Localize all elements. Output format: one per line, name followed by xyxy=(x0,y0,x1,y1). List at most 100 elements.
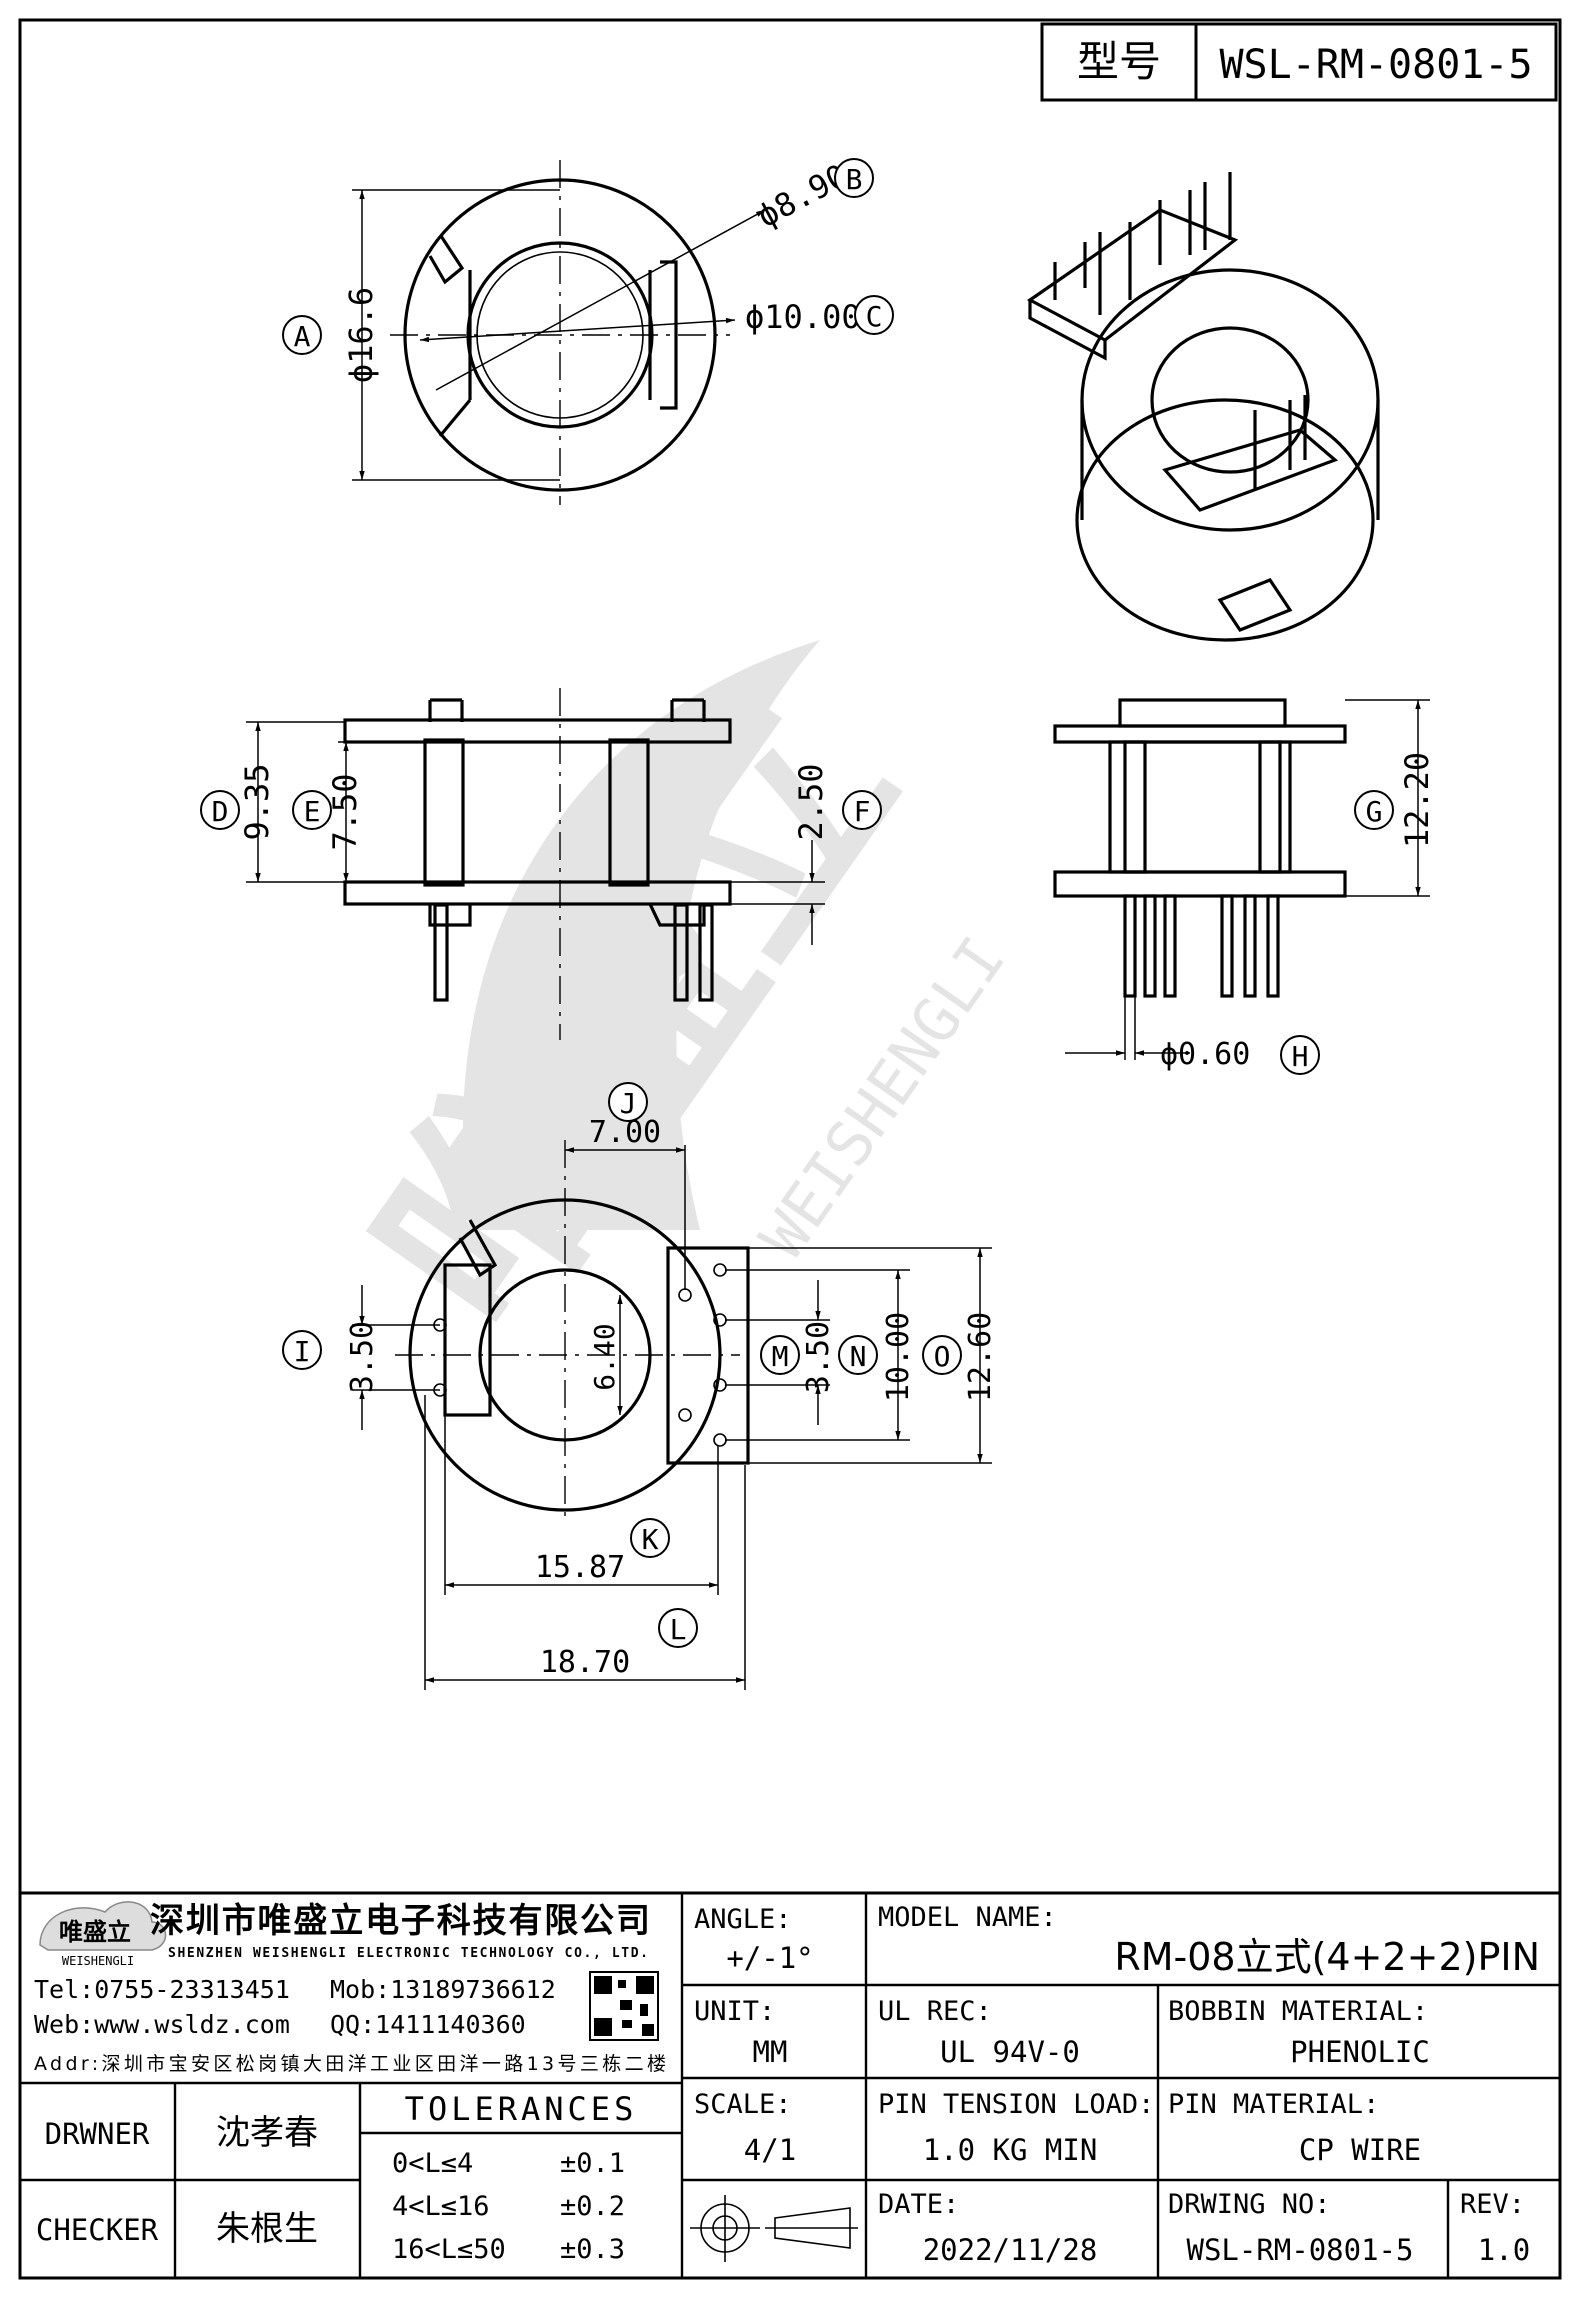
callout-O: O xyxy=(922,1335,962,1375)
tol-range-1: 0<L≤4 xyxy=(392,2148,473,2179)
unit-value: MM xyxy=(753,2035,788,2069)
callout-C: C xyxy=(854,295,894,335)
isometric-view xyxy=(1026,172,1380,642)
dim-2-50: 2.50 xyxy=(792,763,830,840)
angle-value: +/-1° xyxy=(726,1941,813,1975)
front-view xyxy=(246,688,825,1040)
drawer-name: 沈孝春 xyxy=(216,2113,318,2153)
dim-dia-16-6: ϕ16.6 xyxy=(342,287,380,383)
callout-I: I xyxy=(282,1330,322,1370)
svg-text:K: K xyxy=(642,1523,659,1556)
tol-range-3: 16<L≤50 xyxy=(392,2234,506,2265)
tol-value-2: ±0.2 xyxy=(560,2191,625,2222)
dim-dia-10-00: ϕ10.00 xyxy=(745,298,861,336)
callout-K: K xyxy=(630,1518,670,1558)
scale-label: SCALE: xyxy=(694,2089,792,2120)
ul-rec-label: UL REC: xyxy=(878,1996,992,2027)
svg-text:C: C xyxy=(866,300,883,333)
dim-9-35: 9.35 xyxy=(238,763,276,840)
company-logo: 唯盛立 WEISHENGLI xyxy=(39,1901,167,1968)
svg-text:M: M xyxy=(772,1340,789,1373)
rev-value: 1.0 xyxy=(1478,2233,1530,2267)
company-address: Addr:深圳市宝安区松岗镇大田洋工业区田洋一路13号三栋二楼 xyxy=(34,2053,666,2075)
drawing-no-label: DRWING NO: xyxy=(1168,2189,1331,2220)
model-name-label: MODEL NAME: xyxy=(878,1902,1057,1933)
model-name-value: RM-08立式(4+2+2)PIN xyxy=(1114,1935,1540,1979)
svg-text:F: F xyxy=(854,795,871,828)
dim-3-50-right: 3.50 xyxy=(801,1321,836,1393)
company-mob: Mob:13189736612 xyxy=(330,1975,556,2004)
svg-text:G: G xyxy=(1366,795,1383,828)
dim-15-87: 15.87 xyxy=(535,1550,625,1585)
bobbin-material-label: BOBBIN MATERIAL: xyxy=(1168,1996,1428,2027)
angle-label: ANGLE: xyxy=(694,1904,792,1935)
callout-E: E xyxy=(292,790,332,830)
pin-tension-label: PIN TENSION LOAD: xyxy=(878,2089,1154,2120)
unit-label: UNIT: xyxy=(694,1996,775,2027)
callout-F: F xyxy=(842,790,882,830)
drawing-no-value: WSL-RM-0801-5 xyxy=(1187,2233,1414,2267)
model-header-code: WSL-RM-0801-5 xyxy=(1219,42,1532,88)
svg-text:H: H xyxy=(1292,1040,1309,1073)
tol-value-1: ±0.1 xyxy=(560,2148,625,2179)
svg-text:D: D xyxy=(212,795,229,828)
date-value: 2022/11/28 xyxy=(923,2233,1098,2267)
tol-range-2: 4<L≤16 xyxy=(392,2191,490,2222)
dim-12-20: 12.20 xyxy=(1398,752,1436,848)
company-tel: Tel:0755-23313451 xyxy=(34,1975,290,2004)
svg-text:J: J xyxy=(620,1087,637,1120)
svg-text:E: E xyxy=(304,795,321,828)
watermark: 唯盛立 WEISHENGLI xyxy=(328,640,1019,1374)
dim-12-60: 12.60 xyxy=(963,1312,998,1402)
company-web: Web:www.wsldz.com xyxy=(34,2010,290,2039)
svg-text:I: I xyxy=(294,1335,311,1368)
callout-H: H xyxy=(1280,1035,1320,1075)
callout-D: D xyxy=(200,790,240,830)
bottom-view xyxy=(352,1140,992,1690)
dim-7-50: 7.50 xyxy=(326,773,364,850)
callout-A: A xyxy=(282,315,322,355)
dim-10-00-side: 10.00 xyxy=(881,1312,916,1402)
qr-code-icon xyxy=(589,1971,659,2041)
bobbin-material-value: PHENOLIC xyxy=(1290,2035,1430,2069)
company-qq: QQ:1411140360 xyxy=(330,2010,526,2039)
callout-J: J xyxy=(608,1082,648,1122)
company-name-en: SHENZHEN WEISHENGLI ELECTRONIC TECHNOLOG… xyxy=(168,1946,648,1961)
dim-dia-0-60: ϕ0.60 xyxy=(1160,1037,1250,1072)
projection-symbol-icon xyxy=(690,2195,858,2262)
svg-text:B: B xyxy=(846,163,863,196)
rev-label: REV: xyxy=(1460,2189,1525,2220)
model-header-label: 型号 xyxy=(1077,37,1161,86)
callout-N: N xyxy=(838,1335,878,1375)
svg-text:O: O xyxy=(934,1340,951,1373)
tol-value-3: ±0.3 xyxy=(560,2234,625,2265)
dim-6-40: 6.40 xyxy=(588,1323,621,1390)
company-name-cn: 深圳市唯盛立电子科技有限公司 xyxy=(150,1901,650,1941)
svg-text:N: N xyxy=(850,1340,867,1373)
svg-text:WEISHENGLI: WEISHENGLI xyxy=(62,1954,134,1968)
model-header-box: 型号 WSL-RM-0801-5 xyxy=(1040,22,1558,102)
callout-B: B xyxy=(834,158,874,198)
callout-M: M xyxy=(760,1335,800,1375)
pin-material-label: PIN MATERIAL: xyxy=(1168,2089,1379,2120)
drawer-label: DRWNER xyxy=(45,2117,150,2151)
title-block xyxy=(18,1891,1562,2280)
dim-18-70: 18.70 xyxy=(540,1645,630,1680)
tolerances-header: TOLERANCES xyxy=(405,2090,638,2128)
pin-tension-value: 1.0 KG MIN xyxy=(923,2133,1098,2167)
dim-3-50-left: 3.50 xyxy=(345,1321,380,1393)
svg-text:唯盛立: 唯盛立 xyxy=(59,1918,131,1946)
checker-name: 朱根生 xyxy=(216,2209,318,2249)
checker-label: CHECKER xyxy=(36,2213,159,2247)
svg-text:A: A xyxy=(294,320,311,353)
side-view xyxy=(1053,698,1430,1060)
ul-rec-value: UL 94V-0 xyxy=(940,2035,1080,2069)
callout-L: L xyxy=(658,1608,698,1648)
callout-G: G xyxy=(1354,790,1394,830)
date-label: DATE: xyxy=(878,2189,959,2220)
scale-value: 4/1 xyxy=(744,2133,796,2167)
pin-material-value: CP WIRE xyxy=(1299,2133,1421,2167)
svg-text:L: L xyxy=(670,1613,687,1646)
top-view xyxy=(352,160,766,505)
